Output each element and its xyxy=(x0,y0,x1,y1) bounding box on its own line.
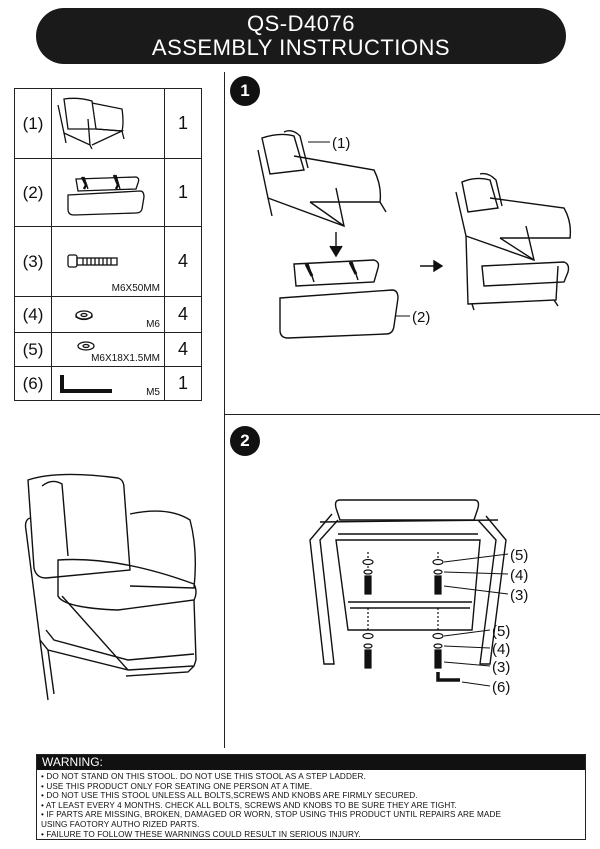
part-quantity: 4 xyxy=(164,332,202,367)
column-divider xyxy=(224,72,225,748)
warning-line: • USE THIS PRODUCT ONLY FOR SEATING ONE … xyxy=(41,781,313,791)
callout-label: (1) xyxy=(332,135,350,152)
callout-label: (3) xyxy=(510,587,528,604)
callout-label: (6) xyxy=(492,679,510,696)
part-number: (4) xyxy=(14,296,52,333)
callout-label: (4) xyxy=(510,567,528,584)
warning-line: • IF PARTS ARE MISSING, BROKEN, DAMAGED … xyxy=(41,810,502,820)
allen-key-icon xyxy=(60,375,112,393)
assembled-chair-illustration xyxy=(24,473,197,701)
step-1-illustration: (1) (2) xyxy=(257,129,572,339)
part-row: (4) M6 4 xyxy=(14,296,202,333)
callout-label: (5) xyxy=(492,623,510,640)
step-divider xyxy=(224,414,600,415)
step-2-callouts: (5) (4) (3) (5) (4) (3) (6) xyxy=(492,547,528,696)
model-number: QS-D4076 xyxy=(247,11,355,36)
callout-label: (3) xyxy=(492,659,510,676)
chair-frame-icon xyxy=(57,97,125,150)
part-row: (1) 1 xyxy=(14,88,202,159)
part-row: (5) M6X18X1.5MM 4 xyxy=(14,332,202,367)
part-quantity: 1 xyxy=(164,366,202,401)
part-number: (6) xyxy=(14,366,52,401)
warning-box: WARNING: • DO NOT STAND ON THIS STOOL. D… xyxy=(36,754,586,840)
warning-list: • DO NOT STAND ON THIS STOOL. DO NOT USE… xyxy=(37,770,585,839)
warning-line: USING FAOTORY AUTHO RIZED PARTS. xyxy=(41,819,200,829)
base-frame-icon xyxy=(67,174,145,216)
part-number: (2) xyxy=(14,158,52,227)
part-quantity: 1 xyxy=(164,158,202,227)
document-title: ASSEMBLY INSTRUCTIONS xyxy=(151,35,451,60)
step-2-badge: 2 xyxy=(230,426,260,456)
flat-washer-icon xyxy=(77,341,95,351)
part-quantity: 1 xyxy=(164,88,202,159)
part-row: (3) M6X50MM 4 xyxy=(14,226,202,297)
part-spec: M6X50MM xyxy=(111,283,160,294)
spring-washer-icon xyxy=(75,310,93,321)
title-banner: QS-D4076 ASSEMBLY INSTRUCTIONS xyxy=(36,8,566,64)
callout-label: (5) xyxy=(510,547,528,564)
step-1-badge: 1 xyxy=(230,76,260,106)
part-number: (5) xyxy=(14,332,52,367)
part-row: (2) 1 xyxy=(14,158,202,227)
part-quantity: 4 xyxy=(164,296,202,333)
parts-list-table: (1) 1 (2) xyxy=(14,88,202,401)
part-spec: M6X18X1.5MM xyxy=(91,353,160,364)
part-row: (6) M5 1 xyxy=(14,366,202,401)
callout-label: (4) xyxy=(492,641,510,658)
warning-line: • AT LEAST EVERY 4 MONTHS. CHECK ALL BOL… xyxy=(41,800,457,810)
step-1-callouts: (1) (2) xyxy=(308,135,430,326)
part-number: (1) xyxy=(14,88,52,159)
part-number: (3) xyxy=(14,226,52,297)
warning-line: • DO NOT STAND ON THIS STOOL. DO NOT USE… xyxy=(41,772,366,781)
warning-line: • FAILURE TO FOLLOW THESE WARNINGS COULD… xyxy=(41,829,361,839)
part-quantity: 4 xyxy=(164,226,202,297)
part-spec: M5 xyxy=(146,387,160,398)
bolt-icon xyxy=(67,254,118,268)
part-spec: M6 xyxy=(146,319,160,330)
step-2-illustration: (5) (4) (3) (5) (4) (3) (6) xyxy=(309,499,528,696)
warning-line: • DO NOT USE THIS STOOL UNLESS ALL BOLTS… xyxy=(41,791,418,801)
warning-title: WARNING: xyxy=(37,755,585,770)
callout-label: (2) xyxy=(412,309,430,326)
